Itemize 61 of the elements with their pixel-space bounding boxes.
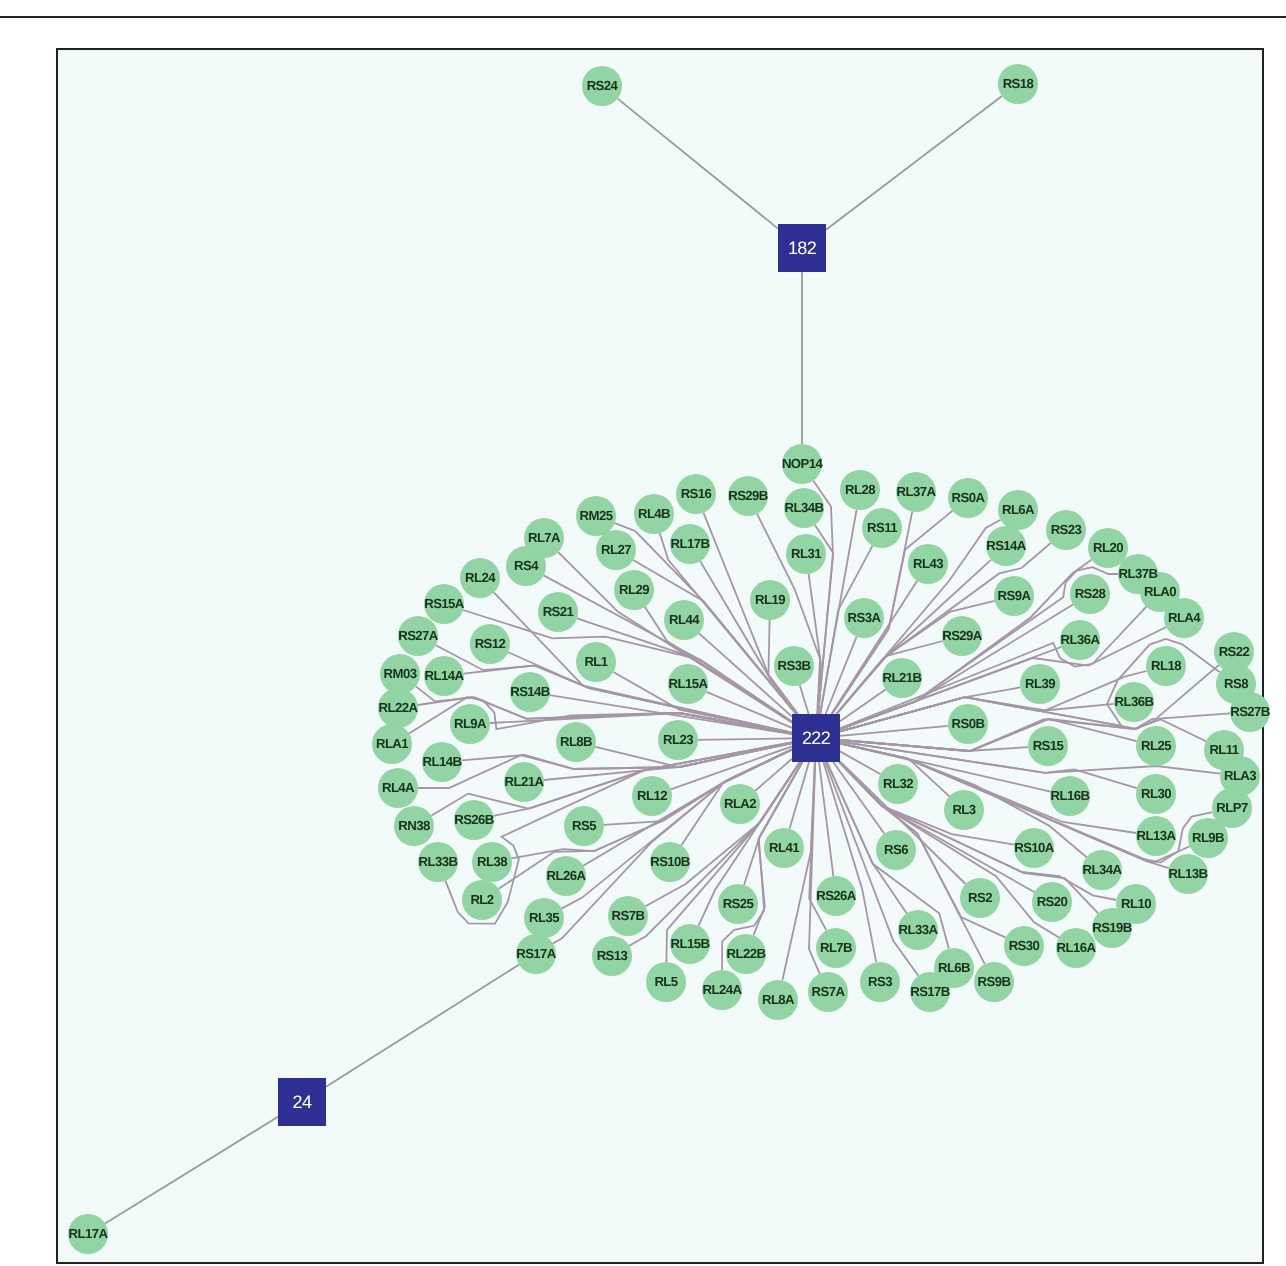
- edge-line: [665, 761, 802, 963]
- edge-line: [756, 512, 821, 715]
- edge-line: [557, 551, 793, 724]
- edge-line: [839, 686, 1022, 733]
- edge-line: [839, 750, 882, 776]
- edge-line: [788, 761, 810, 830]
- edge-line: [576, 617, 793, 723]
- edge-line: [839, 740, 1138, 790]
- edge-line: [830, 579, 919, 715]
- edge-line: [492, 591, 793, 734]
- edge-line: [616, 97, 779, 230]
- edge-line: [824, 635, 858, 715]
- edge-line: [813, 523, 834, 715]
- edge-line: [752, 761, 804, 937]
- edge-line: [104, 1115, 279, 1225]
- edge-line: [543, 742, 793, 781]
- edge-line: [669, 745, 793, 791]
- edge-line: [825, 95, 1003, 231]
- edge-line: [643, 605, 793, 724]
- edge-line: [839, 742, 951, 798]
- hub-square: [778, 224, 826, 272]
- edge-line: [698, 632, 793, 718]
- edge-line: [831, 509, 954, 715]
- edge-line: [492, 741, 793, 817]
- edge-line: [632, 559, 798, 715]
- edge-line: [835, 640, 944, 715]
- edge-line: [697, 761, 801, 927]
- edge-line: [808, 761, 828, 932]
- edge-line: [697, 737, 793, 741]
- edge-line: [822, 761, 878, 964]
- edge-line: [839, 688, 887, 723]
- node-label: 24: [292, 1092, 312, 1112]
- edge-line: [818, 761, 835, 878]
- edge-line: [507, 651, 793, 734]
- edge-line: [839, 760, 967, 885]
- edge-line: [798, 684, 810, 715]
- edge-line: [839, 605, 1148, 730]
- node-label: 222: [801, 728, 831, 748]
- hub-square: [278, 1078, 326, 1126]
- edge-line: [835, 558, 993, 715]
- edge-line: [824, 761, 920, 977]
- hub-square: [792, 714, 840, 762]
- edge-line: [807, 572, 822, 715]
- edge-line: [839, 724, 949, 737]
- edge-line: [548, 694, 793, 736]
- edge-line: [839, 603, 1074, 731]
- edge-line: [838, 761, 986, 966]
- edge-line: [658, 532, 797, 715]
- node-label: 182: [787, 238, 817, 258]
- edge-line: [819, 544, 874, 715]
- edge-line: [832, 761, 886, 835]
- edge-line: [754, 757, 793, 792]
- edge-line: [767, 619, 799, 715]
- edge-line: [699, 560, 799, 715]
- edge-line: [825, 761, 950, 950]
- edge-line: [801, 271, 803, 445]
- edge-line: [594, 742, 793, 768]
- edge-line: [705, 690, 793, 729]
- edge-line: [325, 963, 520, 1088]
- edge-line: [839, 696, 1115, 733]
- edge-line: [644, 761, 801, 908]
